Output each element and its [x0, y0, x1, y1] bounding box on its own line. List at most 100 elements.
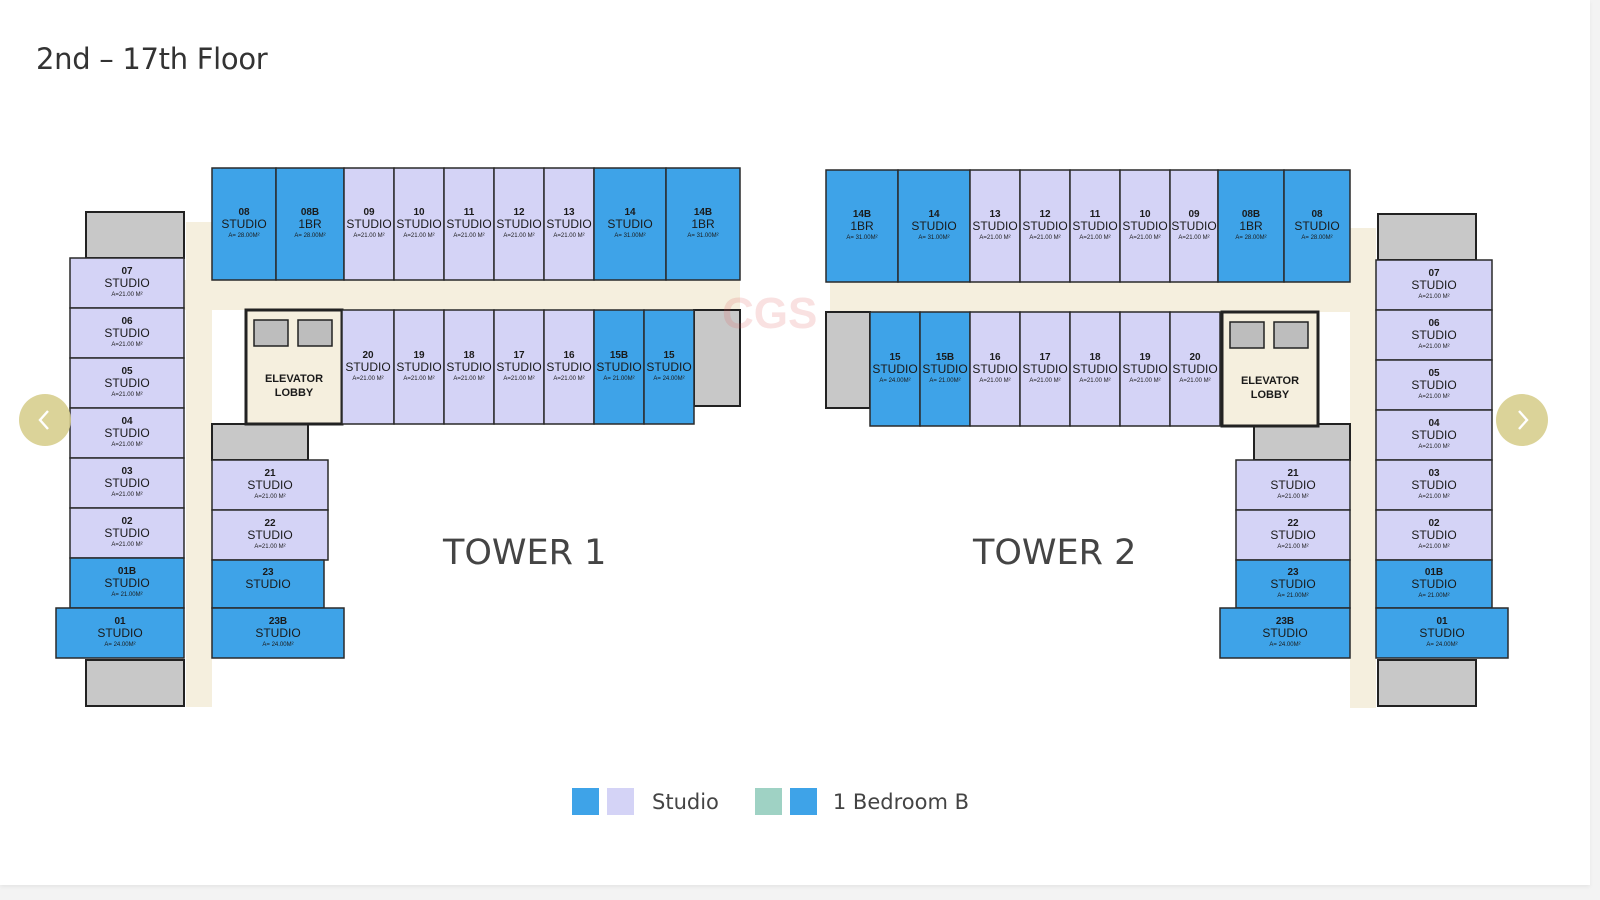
unit-type: STUDIO	[1411, 528, 1456, 542]
unit-area: A= 28.00M²	[228, 233, 259, 239]
unit-number: 16	[989, 352, 1001, 363]
unit-type: STUDIO	[1411, 378, 1456, 392]
unit-type: STUDIO	[1262, 626, 1307, 640]
unit-type: STUDIO	[104, 426, 149, 440]
unit-type: STUDIO	[1411, 428, 1456, 442]
carousel-next-button[interactable]	[1496, 394, 1548, 446]
carousel-prev-button[interactable]	[19, 394, 71, 446]
unit-number: 21	[264, 468, 276, 479]
unit-number: 06	[1428, 318, 1440, 329]
corridor	[184, 280, 740, 310]
unit-type: STUDIO	[546, 217, 591, 231]
unit-type: STUDIO	[1270, 577, 1315, 591]
unit-area: A=21.00 M²	[979, 378, 1010, 384]
unit-type: STUDIO	[972, 219, 1017, 233]
unit-number: 14B	[853, 209, 871, 220]
unit-area: A= 21.00M²	[1418, 593, 1449, 599]
unit-number: 19	[1139, 352, 1151, 363]
unit-type: STUDIO	[396, 360, 441, 374]
unit-type: 1BR	[1239, 219, 1263, 233]
unit-type: STUDIO	[1411, 478, 1456, 492]
legend-swatch-studio-lavender	[607, 788, 634, 815]
unit-area: A= 31.00M²	[918, 235, 949, 241]
legend-label-1-bedroom-b: 1 Bedroom B	[832, 789, 969, 814]
unit-number: 23B	[1276, 616, 1294, 627]
unit-type: STUDIO	[1122, 219, 1167, 233]
unit-number: 01B	[1425, 567, 1443, 578]
unit-area: A= 28.00M²	[1235, 235, 1266, 241]
corridor	[186, 222, 212, 707]
unit-type: STUDIO	[104, 276, 149, 290]
unit-area: A= 24.00M²	[262, 642, 293, 648]
unit-area: A=21.00 M²	[111, 442, 142, 448]
unit-number: 11	[464, 207, 475, 218]
unit-number: 23	[262, 567, 274, 578]
unit-type: STUDIO	[546, 360, 591, 374]
unit-type: STUDIO	[596, 360, 641, 374]
unit-number: 05	[1428, 368, 1440, 379]
unit-number: 02	[121, 516, 133, 527]
unit-area: A=21.00 M²	[111, 342, 142, 348]
unit-number: 15	[663, 350, 675, 361]
unit-area: A=21.00 M²	[1277, 544, 1308, 550]
unit-type: STUDIO	[872, 362, 917, 376]
